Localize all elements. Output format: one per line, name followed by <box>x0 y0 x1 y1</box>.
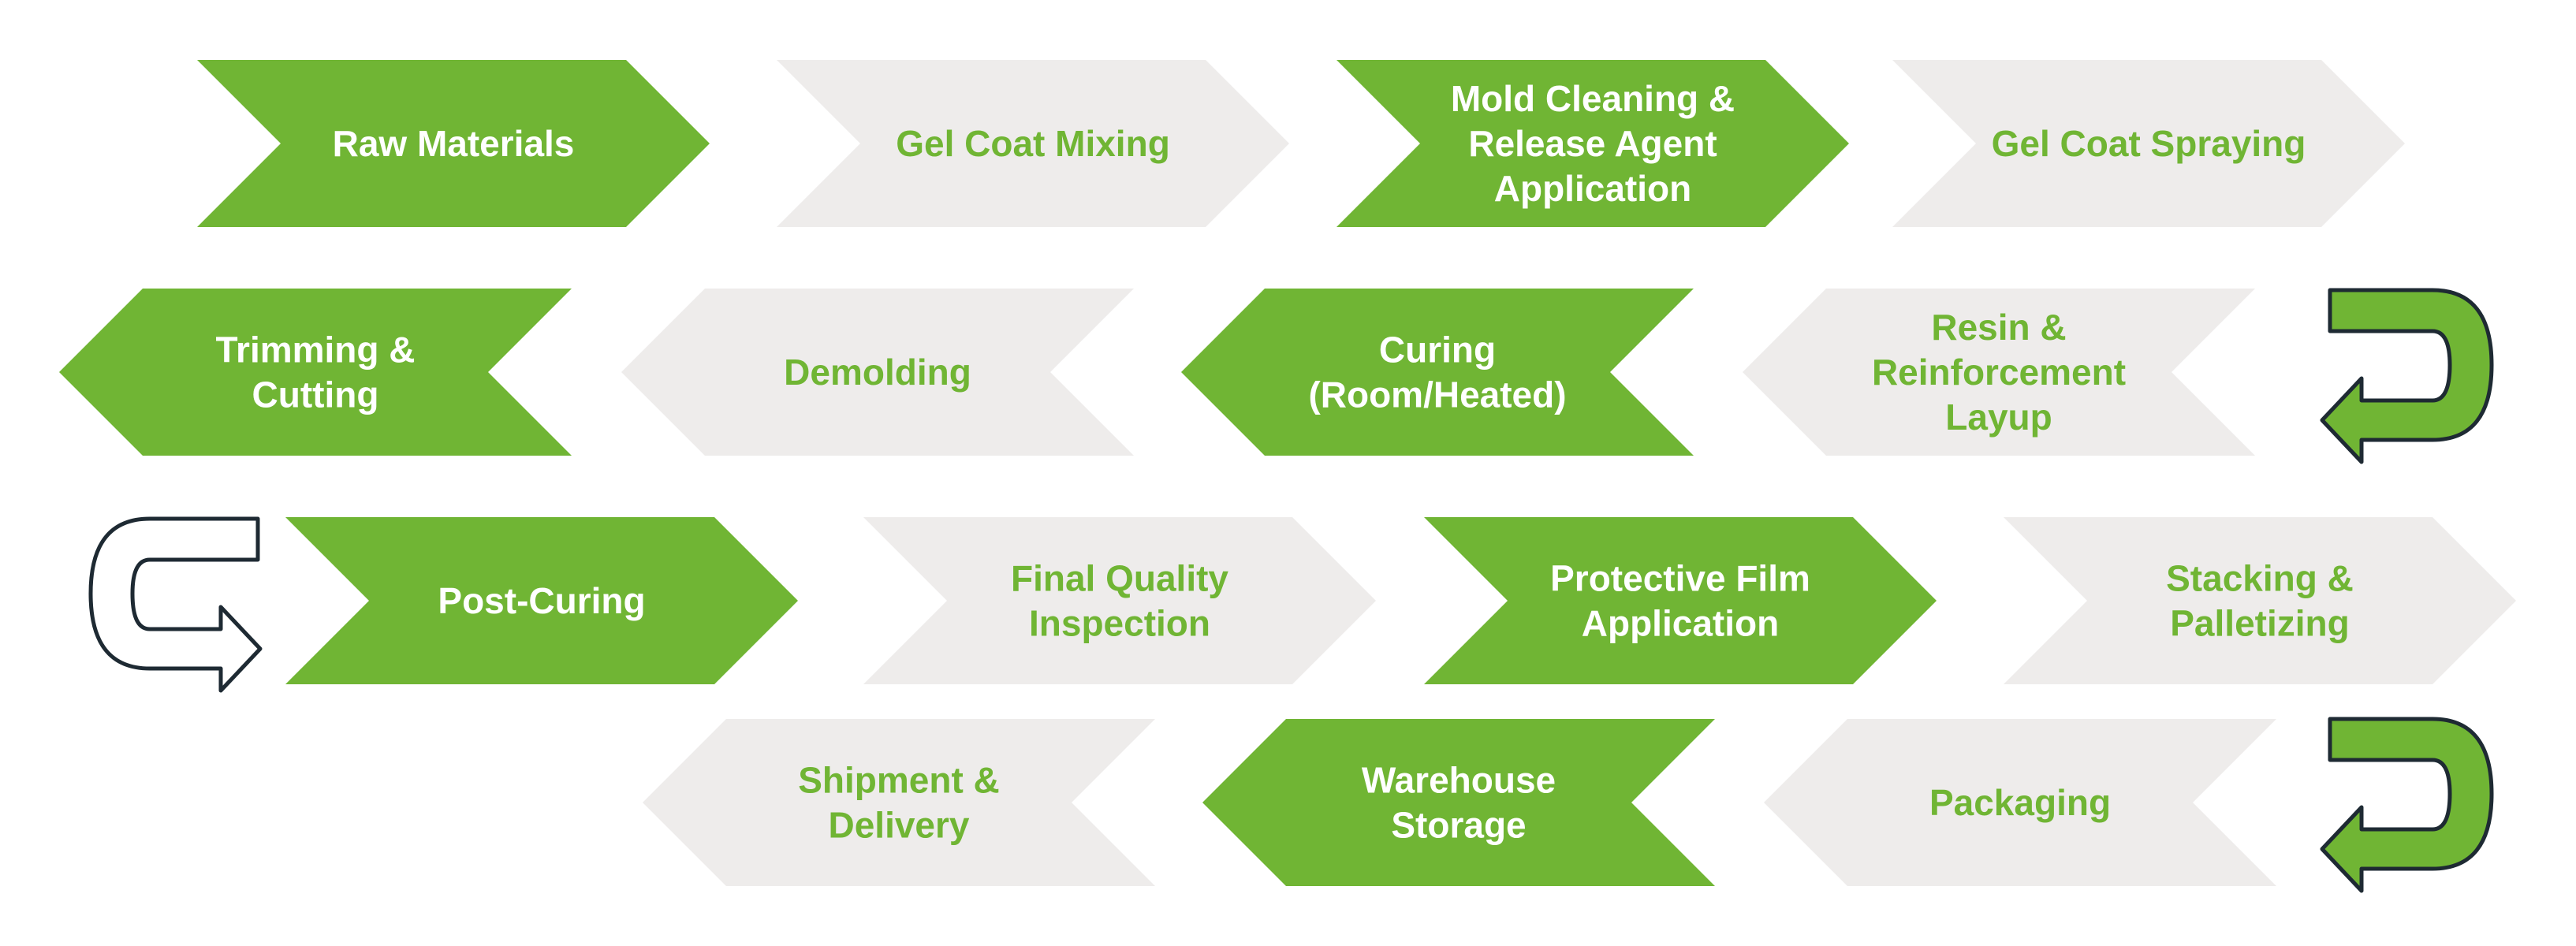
step-label: Gel Coat Mixing <box>896 123 1170 164</box>
chevron-shape <box>863 517 1376 684</box>
process-step-2: Gel Coat Mixing <box>777 60 1289 227</box>
step-label: Shipment & <box>798 760 1000 801</box>
step-label: Trimming & <box>215 330 415 371</box>
step-label: Raw Materials <box>333 123 575 164</box>
process-step-7: Curing(Room/Heated) <box>1181 289 1694 456</box>
process-step-15: Packaging <box>1764 719 2276 886</box>
step-label: Protective Film <box>1550 558 1810 599</box>
chevron-shape <box>1336 60 1849 227</box>
step-label: Post-Curing <box>438 580 645 621</box>
process-step-1: Raw Materials <box>197 60 710 227</box>
step-label: Demolding <box>784 352 971 393</box>
step-label: Gel Coat Spraying <box>1992 123 2306 164</box>
step-label: Stacking & <box>2166 558 2354 599</box>
step-label: Application <box>1494 168 1691 209</box>
step-label: Warehouse <box>1362 760 1556 801</box>
step-label: Mold Cleaning & <box>1451 78 1735 119</box>
chevron-shape <box>1743 289 2255 456</box>
step-label: Palletizing <box>2170 603 2349 644</box>
step-label: Delivery <box>828 805 969 846</box>
chevron-shape <box>621 289 1134 456</box>
step-label: Inspection <box>1029 603 1210 644</box>
chevron-shape <box>1892 60 2405 227</box>
chevron-shape <box>643 719 1155 886</box>
step-label: Curing <box>1379 330 1496 371</box>
chevron-shape <box>1424 517 1937 684</box>
chevron-shape <box>59 289 572 456</box>
step-label: Application <box>1582 603 1779 644</box>
step-label: (Room/Heated) <box>1308 374 1566 415</box>
step-label: Layup <box>1945 397 2052 438</box>
chevron-shape <box>1202 719 1715 886</box>
process-step-5: Trimming &Cutting <box>59 289 572 456</box>
process-step-6: Demolding <box>621 289 1134 456</box>
chevron-shape <box>1181 289 1694 456</box>
step-label: Resin & <box>1931 307 2066 348</box>
step-label: Reinforcement <box>1872 352 2126 393</box>
process-step-4: Gel Coat Spraying <box>1892 60 2405 227</box>
step-label: Final Quality <box>1011 558 1228 599</box>
process-step-13: Shipment &Delivery <box>643 719 1155 886</box>
step-label: Cutting <box>252 374 379 415</box>
step-label: Packaging <box>1929 782 2111 823</box>
chevron-shape <box>777 60 1289 227</box>
u-turn-right-icon <box>88 516 263 693</box>
chevron-shape <box>2004 517 2516 684</box>
step-label: Release Agent <box>1468 123 1717 164</box>
chevron-shape <box>197 60 710 227</box>
chevron-shape <box>285 517 798 684</box>
u-turn-left-icon <box>2320 717 2494 893</box>
process-step-12: Stacking &Palletizing <box>2004 517 2516 684</box>
step-label: Storage <box>1391 805 1526 846</box>
u-turn-left-icon <box>2320 288 2494 464</box>
chevron-shape <box>1764 719 2276 886</box>
process-step-9: Post-Curing <box>285 517 798 684</box>
